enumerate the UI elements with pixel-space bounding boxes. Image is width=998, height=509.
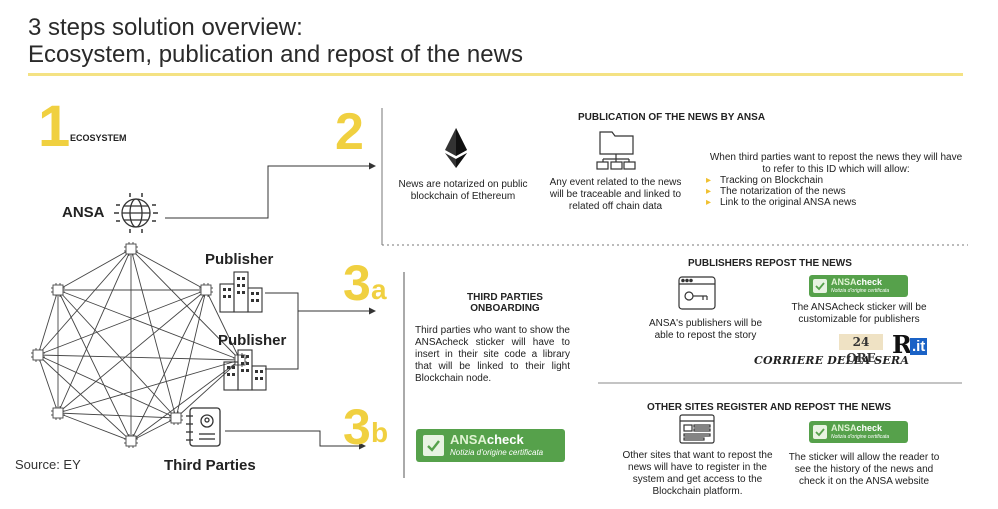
other-sites-title: OTHER SITES REGISTER AND REPOST THE NEWS	[647, 402, 892, 413]
folder-network-icon	[596, 131, 636, 170]
sticker-customizable-text: The ANSAcheck sticker will be customizab…	[791, 302, 927, 325]
mesh-link	[130, 417, 177, 442]
address-book-icon	[186, 407, 221, 447]
source-note: Source: EY	[15, 457, 81, 472]
repubblica-it: .it	[909, 338, 928, 355]
third-parties-onboarding-title: THIRD PARTIES ONBOARDING	[467, 292, 543, 314]
badge-subtitle: Notizia d'origine certificata	[831, 288, 890, 294]
mesh-link	[37, 354, 59, 414]
publication-section-title: PUBLICATION OF THE NEWS BY ANSA	[578, 112, 766, 123]
arrow-head-1	[369, 162, 376, 170]
publishers-repost-text: ANSA's publishers will be able to repost…	[648, 318, 763, 341]
mesh-link	[175, 359, 241, 419]
mesh-link	[37, 354, 132, 442]
ansa-globe-icon	[114, 193, 158, 233]
step-number-3b: 3	[343, 399, 371, 455]
mesh-link	[130, 248, 241, 361]
node-chip-icon	[51, 283, 65, 297]
ansa-label: ANSA	[62, 204, 105, 221]
ansacheck-badge-other-sites: ANSAcheck Notizia d'origine certificata	[809, 421, 908, 443]
list-item: The notarization of the news	[706, 186, 856, 197]
mesh-link	[37, 354, 241, 361]
check-shield-icon	[423, 435, 444, 456]
publishers-repost-title: PUBLISHERS REPOST THE NEWS	[688, 258, 852, 269]
mesh-link	[130, 359, 241, 442]
badge-subtitle: Notizia d'origine certificata	[450, 448, 544, 457]
event-traceable-description: Any event related to the news will be tr…	[549, 177, 682, 212]
badge-subtitle: Notizia d'origine certificata	[831, 434, 890, 440]
repost-benefits-list: Tracking on Blockchain The notarization …	[706, 175, 856, 208]
step-number-2: 2	[335, 103, 364, 161]
other-sites-text: Other sites that want to repost the news…	[622, 450, 773, 497]
node-chip-icon	[51, 406, 65, 420]
node-chip-icon	[124, 434, 138, 448]
node-chip-icon	[31, 348, 45, 362]
mesh-link	[57, 412, 177, 419]
step-number-3a: 3	[343, 255, 371, 311]
mesh-link	[57, 412, 132, 442]
mesh-link	[37, 289, 207, 356]
mesh-link	[57, 248, 132, 414]
mesh-link	[130, 289, 207, 442]
badge-name: ANSAcheck	[450, 432, 524, 447]
repubblica-r: R	[892, 330, 912, 359]
step-number-3b-suffix: b	[371, 417, 389, 448]
third-parties-onboarding-text: Third parties who want to show the ANSAc…	[415, 325, 570, 384]
publisher-building-icon-1	[219, 271, 263, 313]
title-line-1: 3 steps solution overview:	[28, 14, 303, 41]
mesh-link	[57, 248, 132, 291]
mesh-link	[57, 289, 241, 361]
node-chip-icon	[124, 242, 138, 256]
mesh-link	[205, 289, 241, 361]
sticker-history-text: The sticker will allow the reader to see…	[788, 452, 940, 487]
sole-24-ore-logo: 24 ORE	[839, 334, 883, 365]
publisher1-to-step3a-arrow	[265, 292, 370, 312]
publisher-building-icon-2	[223, 349, 267, 391]
node-chip-icon	[169, 411, 183, 425]
title-underline	[28, 73, 963, 76]
ethereum-description: News are notarized on public blockchain …	[398, 179, 528, 202]
node-chip-icon	[233, 353, 247, 367]
network-mesh	[31, 242, 247, 448]
mesh-link	[37, 248, 132, 356]
arrow-head-3	[359, 442, 366, 450]
publisher2-to-step3a-arrow	[265, 311, 299, 370]
publisher-label-1: Publisher	[205, 251, 274, 268]
ecosystem-label: ECOSYSTEM	[70, 133, 127, 143]
step-number-1: 1	[38, 94, 71, 159]
ansacheck-badge-publishers: ANSAcheck Notizia d'origine certificata	[809, 275, 908, 297]
mesh-link	[57, 289, 207, 414]
flow-arrows	[165, 165, 370, 447]
page-title: 3 steps solution overview: Ecosystem, pu…	[28, 14, 523, 68]
arrow-head-2	[369, 307, 376, 315]
repubblica-logo: R.it	[892, 330, 928, 361]
badge-name: ANSAcheck	[831, 277, 883, 287]
mesh-link	[130, 248, 207, 291]
ansacheck-badge-large: ANSAcheck Notizia d'origine certificata	[416, 429, 565, 462]
mesh-link	[57, 289, 177, 419]
publisher-label-2: Publisher	[218, 332, 287, 349]
mesh-link	[57, 359, 241, 414]
webpage-grid-icon	[679, 414, 715, 444]
mesh-link	[37, 354, 177, 419]
mesh-link	[37, 289, 59, 356]
node-chip-icon	[199, 283, 213, 297]
title-line-2: Ecosystem, publication and repost of the…	[28, 41, 523, 68]
list-item: Link to the original ANSA news	[706, 197, 856, 208]
check-shield-icon	[813, 425, 827, 439]
mesh-link	[175, 289, 207, 419]
list-item: Tracking on Blockchain	[706, 175, 856, 186]
step-number-3a-suffix: a	[371, 274, 387, 305]
ansa-to-step2-arrow	[165, 165, 370, 219]
check-shield-icon	[813, 279, 827, 293]
third-parties-label: Third Parties	[164, 457, 256, 474]
repost-id-intro: When third parties want to repost the ne…	[709, 152, 963, 175]
ethereum-icon	[445, 128, 467, 168]
mesh-link	[57, 289, 132, 442]
corriere-della-sera-logo: CORRIERE DELLA SERA	[754, 354, 910, 367]
browser-key-icon	[678, 276, 716, 310]
third-to-step3b-arrow	[225, 430, 360, 447]
badge-name: ANSAcheck	[831, 423, 883, 433]
